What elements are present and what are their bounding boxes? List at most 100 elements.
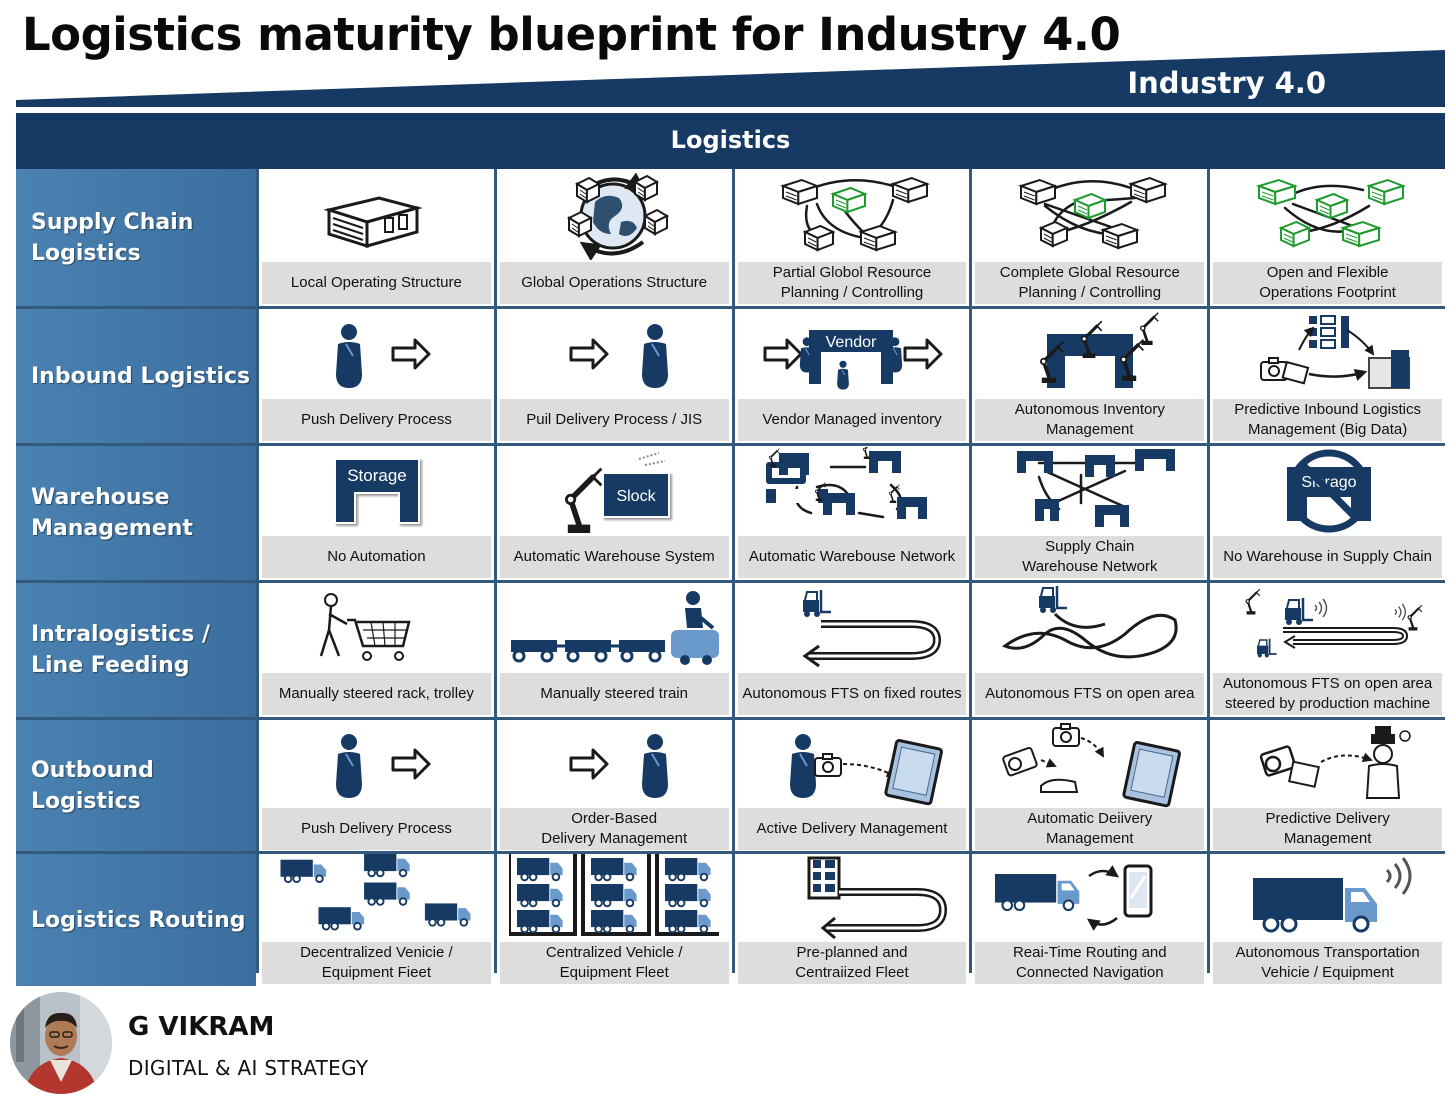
industry-banner-label: Industry 4.0 xyxy=(1127,66,1326,100)
maturity-cell: Manually steered train xyxy=(496,583,732,717)
cell-caption: Manually steered train xyxy=(499,673,729,715)
cell-caption: Autonomous Inventory Management xyxy=(975,399,1205,441)
cell-caption: Centralized Vehicle / Equipment Fleet xyxy=(499,942,729,984)
cell-caption: No Warehouse in Supply Chain xyxy=(1213,536,1442,578)
cell-caption: Automatic Deiivery Management xyxy=(975,808,1205,850)
robot-stock-icon: Slock xyxy=(565,452,671,533)
cell-caption: Pre-planned and Centraiized Fleet xyxy=(737,942,967,984)
row-header: Logistics Routing xyxy=(16,854,256,986)
cell-caption: Local Operating Structure xyxy=(262,262,491,304)
full-network-icon xyxy=(1017,176,1168,249)
cell-caption: Reai-Time Routing and Connected Navigati… xyxy=(975,942,1205,984)
maturity-cell: Predictive Delivery Management xyxy=(1210,720,1445,851)
logistics-header: Logistics xyxy=(16,113,1445,169)
maturity-cell: Local Operating Structure xyxy=(259,169,494,306)
cell-caption: Push Delivery Process xyxy=(262,808,491,850)
storage-icon: Storage xyxy=(334,458,421,524)
person-push-icon xyxy=(336,324,431,388)
maturity-cell: Open and Flexible Operations Footprint xyxy=(1210,169,1445,306)
maturity-cell: Autonomous FTS on open area xyxy=(972,583,1208,717)
robot-warehouse-icon xyxy=(1039,312,1159,388)
author-avatar xyxy=(10,992,112,1094)
stock-label: Slock xyxy=(617,488,657,505)
warehouse-network-icon xyxy=(765,447,927,519)
cell-caption: Automatic Warebouse Network xyxy=(737,536,967,578)
maturity-cell: Push Delivery Process xyxy=(259,309,494,443)
partial-network-icon xyxy=(780,176,930,252)
cell-caption: Autonomous FTS on open area xyxy=(975,673,1205,715)
cell-caption: Autonomous FTS on fixed routes xyxy=(737,673,967,715)
active-delivery-icon xyxy=(789,734,943,806)
cell-caption: Vendor Managed inventory xyxy=(737,399,967,441)
maturity-cell: Pre-planned and Centraiized Fleet xyxy=(734,854,970,986)
person-pull-icon xyxy=(569,324,669,388)
maturity-cell: Autonomous FTS on fixed routes xyxy=(734,583,970,717)
cell-caption: Push Delivery Process xyxy=(262,399,491,441)
maturity-cell: Puil Delivery Process / JIS xyxy=(496,309,732,443)
maturity-cell: Autonomous Inventory Management xyxy=(972,309,1208,443)
autonomous-truck-icon xyxy=(1252,857,1412,933)
maturity-cell: Predictive Inbound Logistics Management … xyxy=(1210,309,1445,443)
person-pull-icon xyxy=(569,734,669,798)
no-storage-icon: Slorago xyxy=(1286,449,1371,533)
maturity-cell: Supply Chain Warehouse Network xyxy=(972,446,1208,580)
industry-banner-wedge xyxy=(16,50,1445,107)
cell-caption: Complete Global Resource Planning / Cont… xyxy=(975,262,1205,304)
vendor-label: Vendor xyxy=(826,334,877,351)
maturity-cell: Centralized Vehicle / Equipment Fleet xyxy=(496,854,732,986)
maturity-cell: Automatic Warebouse Network xyxy=(734,446,970,580)
cell-caption: Supply Chain Warehouse Network xyxy=(975,536,1205,578)
cell-caption: Autonomous Transportation Vehicie / Equi… xyxy=(1213,942,1442,984)
cell-caption: Open and Flexible Operations Footprint xyxy=(1213,262,1442,304)
cell-caption: Partial Globol Resource Planning / Contr… xyxy=(737,262,967,304)
storage-label: Storage xyxy=(348,466,408,485)
cell-caption: No Automation xyxy=(262,536,491,578)
row-header: Intralogistics / Line Feeding xyxy=(16,583,256,717)
author-role: DIGITAL & AI STRATEGY xyxy=(128,1056,369,1080)
big-data-icon xyxy=(1259,315,1410,389)
maturity-cell: Autonomous Transportation Vehicie / Equi… xyxy=(1210,854,1445,986)
maturity-cell: Manually steered rack, trolley xyxy=(259,583,494,717)
cell-caption: Order-Based Delivery Management xyxy=(499,808,729,850)
fixed-route-icon xyxy=(802,590,941,668)
fleet-grid-icon xyxy=(509,854,720,936)
cell-caption: Decentralized Venicie / Equipment Fieet xyxy=(262,942,491,984)
row-header: Warehouse Management xyxy=(16,446,256,580)
row-header: Outbound Logistics xyxy=(16,720,256,851)
maturity-cell: Global Operations Structure xyxy=(496,169,732,306)
cell-caption: Automatic Warehouse System xyxy=(499,536,729,578)
supply-network-icon xyxy=(1016,449,1175,527)
cell-caption: Autonomous FTS on open area steered by p… xyxy=(1213,673,1442,715)
row-header: Inbound Logistics xyxy=(16,309,256,443)
scattered-trucks-icon xyxy=(280,854,471,931)
cell-caption: Manually steered rack, trolley xyxy=(262,673,491,715)
maturity-cell: Storage No Automation xyxy=(259,446,494,580)
page-title: Logistics maturity blueprint for Industr… xyxy=(22,8,1121,61)
globe-network-icon xyxy=(567,171,670,260)
row-header: Supply Chain Logistics xyxy=(16,169,256,306)
maturity-cell: Push Delivery Process xyxy=(259,720,494,851)
maturity-cell: Reai-Time Routing and Connected Navigati… xyxy=(972,854,1208,986)
predictive-delivery-icon xyxy=(1259,726,1411,799)
author-name: G VIKRAM xyxy=(128,1012,275,1042)
truck-phone-icon xyxy=(994,864,1153,931)
green-network-icon xyxy=(1255,178,1406,248)
maturity-cell: Autonomous FTS on open area steered by p… xyxy=(1210,583,1445,717)
cell-caption: Active Delivery Management xyxy=(737,808,967,850)
open-area-icon xyxy=(1001,586,1178,659)
train-icon xyxy=(511,591,720,665)
vendor-icon: Vendor xyxy=(763,330,943,390)
cell-caption: Predictive Inbound Logistics Management … xyxy=(1213,399,1442,441)
machine-steered-icon xyxy=(1245,588,1422,658)
automatic-delivery-icon xyxy=(1002,723,1181,808)
building-icon xyxy=(323,195,424,248)
cell-caption: Global Operations Structure xyxy=(499,262,729,304)
maturity-cell: Complete Global Resource Planning / Cont… xyxy=(972,169,1208,306)
maturity-cell: Automatic Deiivery Management xyxy=(972,720,1208,851)
cell-caption: Puil Delivery Process / JIS xyxy=(499,399,729,441)
person-push-icon xyxy=(336,734,431,798)
